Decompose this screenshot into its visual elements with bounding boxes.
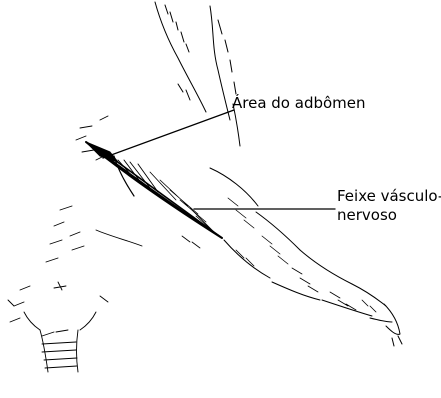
label-abdomen-area: Área do adbômen [232,94,366,113]
label-feixe-line1: Feixe vásculo- [337,187,441,206]
body-contour-left [10,116,142,322]
label-feixe-line2: nervoso [337,206,441,225]
leader-line-abdomen [103,110,234,158]
label-neurovascular-bundle: Feixe vásculo- nervoso [337,187,441,225]
tail-region [8,282,108,372]
leader-lines [103,110,335,209]
body-contour-upper [155,2,240,146]
